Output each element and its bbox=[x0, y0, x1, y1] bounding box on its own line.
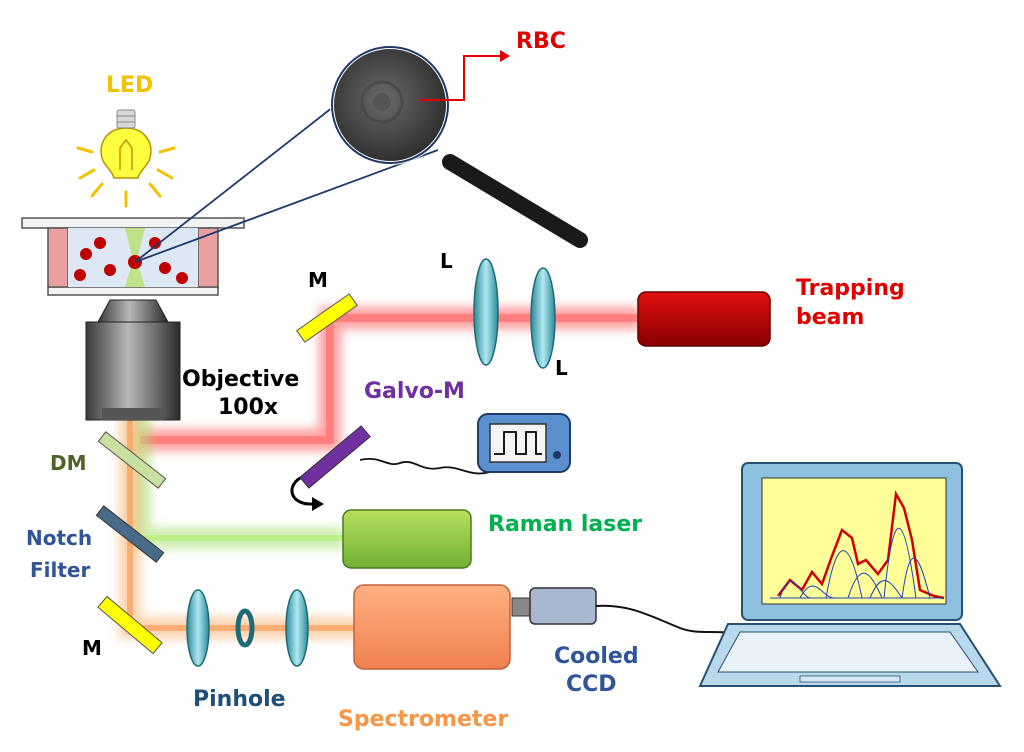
objective-lens bbox=[85, 299, 181, 421]
label-cooled-2: CCD bbox=[566, 672, 617, 697]
label-mirror-top: M bbox=[308, 268, 328, 292]
label-notch-2: Filter bbox=[30, 558, 90, 582]
notch-filter bbox=[95, 505, 165, 563]
dichroic-mirror bbox=[97, 431, 167, 489]
label-trapping-beam-2: beam bbox=[796, 305, 864, 330]
label-dm: DM bbox=[50, 451, 87, 475]
galvo-mirror bbox=[299, 425, 371, 489]
label-objective-1: Objective bbox=[182, 367, 299, 392]
rbc-dot bbox=[176, 272, 188, 284]
label-rbc: RBC bbox=[516, 29, 566, 54]
rbc-dot bbox=[159, 262, 171, 274]
raman-laser bbox=[342, 509, 472, 569]
mirror-bottom bbox=[97, 595, 163, 655]
lens-2 bbox=[530, 267, 556, 369]
function-generator-icon bbox=[477, 413, 571, 473]
label-pinhole: Pinhole bbox=[193, 687, 286, 712]
spectrometer bbox=[353, 584, 511, 670]
pinhole bbox=[235, 608, 255, 648]
spectrum-plot bbox=[770, 490, 945, 600]
rbc-dot bbox=[74, 269, 86, 281]
lens-4 bbox=[285, 589, 309, 667]
mirror-top bbox=[296, 293, 358, 343]
rbc-dot bbox=[80, 248, 92, 260]
label-objective-2: 100x bbox=[218, 395, 278, 420]
label-lens-bottom: L bbox=[555, 356, 568, 380]
sample-chamber bbox=[21, 217, 245, 296]
label-mirror-bottom: M bbox=[82, 636, 102, 660]
label-cooled-1: Cooled bbox=[554, 644, 639, 669]
label-trapping-beam-1: Trapping bbox=[796, 276, 905, 301]
laptop-icon bbox=[698, 462, 1002, 687]
label-notch-1: Notch bbox=[26, 526, 92, 550]
rbc-dot bbox=[104, 264, 116, 276]
rotation-arrow-icon bbox=[290, 476, 324, 511]
lens-1 bbox=[473, 258, 499, 366]
label-led: LED bbox=[106, 73, 153, 98]
label-lens-top: L bbox=[440, 249, 453, 273]
trapping-laser bbox=[637, 291, 771, 347]
cooled-ccd bbox=[511, 587, 741, 637]
label-galvo: Galvo-M bbox=[364, 379, 465, 404]
led-bulb-icon bbox=[76, 109, 176, 208]
label-spectrometer: Spectrometer bbox=[338, 707, 508, 732]
rbc-dot bbox=[149, 237, 161, 249]
magnifier-icon bbox=[330, 45, 588, 248]
rbc-dot bbox=[94, 237, 106, 249]
lens-3 bbox=[186, 589, 210, 667]
label-raman-laser: Raman laser bbox=[488, 512, 642, 537]
